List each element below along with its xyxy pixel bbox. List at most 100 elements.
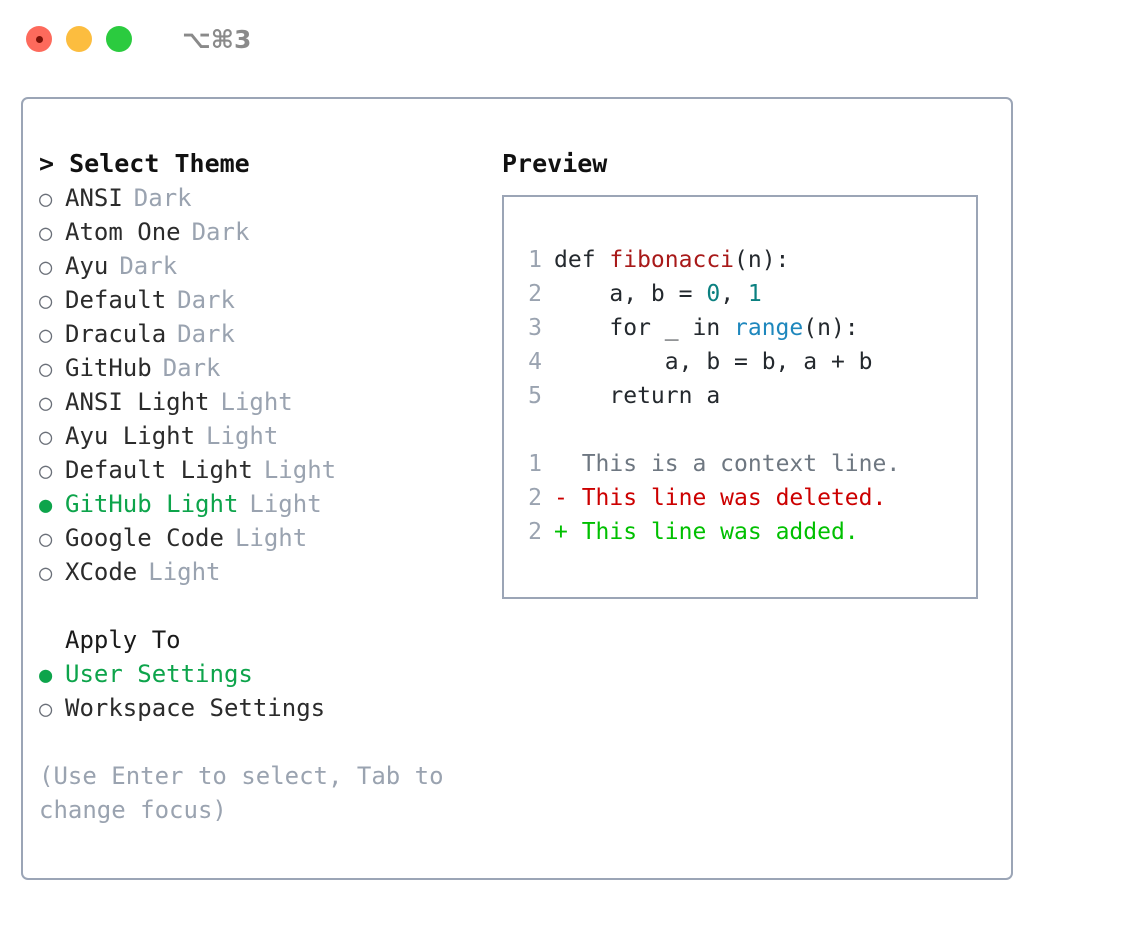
keyboard-hint-text: (Use Enter to select, Tab to change focu… bbox=[39, 762, 444, 824]
theme-name-label: Atom One bbox=[65, 218, 181, 246]
code-token-plain: , bbox=[720, 281, 748, 307]
diff-marker: + bbox=[554, 519, 568, 545]
maximize-window-button[interactable] bbox=[106, 26, 132, 52]
radio-unselected-icon: ○ bbox=[39, 323, 53, 348]
apply-to-section: Apply To ●User Settings ○ Workspace Settin… bbox=[39, 623, 489, 725]
theme-name-label: Default Light bbox=[65, 456, 253, 484]
theme-variant-tag: Light bbox=[249, 490, 322, 518]
preview-header: Preview bbox=[502, 149, 608, 178]
theme-list-item[interactable]: ○ Atom One Dark bbox=[39, 215, 489, 249]
code-line-content: a, b = b, a + b bbox=[542, 345, 873, 379]
radio-unselected-icon: ○ bbox=[39, 561, 53, 586]
code-token-plain: (n): bbox=[803, 315, 859, 341]
title-bar: ⌥⌘3 bbox=[0, 0, 1140, 78]
code-line: 4 a, b = b, a + b bbox=[518, 345, 976, 379]
theme-variant-tag: Light bbox=[206, 422, 279, 450]
diff-line-text: This line was added. bbox=[567, 519, 859, 545]
theme-list-item[interactable]: ● GitHub Light Light bbox=[39, 487, 489, 521]
code-token-num: 1 bbox=[747, 281, 762, 307]
code-line-content: a, b = 0, 1 bbox=[542, 277, 762, 311]
theme-name-label: ANSI Light bbox=[65, 388, 210, 416]
diff-line-content: + This line was added. bbox=[542, 515, 859, 549]
code-line: 5 return a bbox=[518, 379, 976, 413]
apply-to-option[interactable]: ○ Workspace Settings bbox=[39, 691, 489, 725]
theme-variant-tag: Dark bbox=[162, 354, 221, 382]
theme-variant-tag: Light bbox=[148, 558, 221, 586]
theme-list-item[interactable]: ○ Default Dark bbox=[39, 283, 489, 317]
radio-unselected-icon: ○ bbox=[39, 255, 53, 280]
code-line-number: 2 bbox=[528, 281, 542, 307]
diff-line-text: This is a context line. bbox=[567, 451, 901, 477]
theme-variant-tag: Dark bbox=[119, 252, 178, 280]
apply-to-options[interactable]: ●User Settings ○ Workspace Settings bbox=[39, 657, 489, 725]
radio-unselected-icon: ○ bbox=[39, 289, 53, 314]
code-token-plain: return a bbox=[554, 383, 721, 409]
radio-selected-icon: ● bbox=[39, 493, 53, 518]
code-token-num: 0 bbox=[706, 281, 721, 307]
diff-line-content: - This line was deleted. bbox=[542, 481, 886, 515]
radio-unselected-icon: ○ bbox=[39, 391, 53, 416]
theme-variant-tag: Dark bbox=[191, 218, 250, 246]
theme-list-item[interactable]: ○ ANSI Light Light bbox=[39, 385, 489, 419]
code-token-plain: a, b = b, a + b bbox=[554, 349, 873, 375]
theme-name-label: Default bbox=[65, 286, 167, 314]
code-token-plain: a, b = bbox=[554, 281, 707, 307]
apply-to-option[interactable]: ●User Settings bbox=[39, 657, 489, 691]
theme-variant-tag: Light bbox=[263, 456, 337, 484]
code-line-content: return a bbox=[542, 379, 720, 413]
code-line-content: for _ in range(n): bbox=[542, 311, 859, 345]
theme-variant-tag: Dark bbox=[177, 286, 235, 314]
radio-selected-icon: ● bbox=[39, 663, 53, 688]
apply-to-label: Apply To bbox=[65, 626, 181, 654]
theme-variant-tag: Light bbox=[234, 524, 308, 552]
code-line: 3 for _ in range(n): bbox=[518, 311, 976, 345]
theme-name-label: Ayu Light bbox=[65, 422, 196, 450]
radio-unselected-icon: ○ bbox=[39, 221, 53, 246]
traffic-light-group bbox=[26, 26, 132, 52]
diff-sample: 1 This is a context line.2- This line wa… bbox=[518, 447, 976, 549]
code-token-plain: (n): bbox=[734, 247, 790, 273]
theme-list-item[interactable]: ○ XCode Light bbox=[39, 555, 489, 589]
theme-variant-tag: Light bbox=[220, 388, 293, 416]
theme-variant-tag: Dark bbox=[177, 320, 235, 348]
close-window-button[interactable] bbox=[26, 26, 52, 52]
theme-name-label: XCode bbox=[65, 558, 138, 586]
minimize-window-button[interactable] bbox=[66, 26, 92, 52]
diff-line-content: This is a context line. bbox=[542, 447, 901, 481]
theme-name-label: Ayu bbox=[65, 252, 109, 280]
diff-line: 2+ This line was added. bbox=[518, 515, 976, 549]
diff-marker: - bbox=[554, 485, 568, 511]
theme-list-item[interactable]: ○ Ayu Dark bbox=[39, 249, 489, 283]
radio-unselected-icon: ○ bbox=[39, 459, 53, 484]
theme-name-label: GitHub Light bbox=[65, 490, 239, 518]
diff-line: 2- This line was deleted. bbox=[518, 481, 976, 515]
radio-unselected-icon: ○ bbox=[39, 187, 53, 212]
code-token-plain: for _ in bbox=[554, 315, 735, 341]
theme-name-label: Dracula bbox=[65, 320, 167, 348]
code-line-content: def fibonacci(n): bbox=[542, 243, 789, 277]
apply-to-option-label: Workspace Settings bbox=[65, 694, 326, 722]
diff-line-number: 2 bbox=[528, 519, 542, 545]
theme-list-item[interactable]: ○ Dracula Dark bbox=[39, 317, 489, 351]
diff-line-number: 2 bbox=[528, 485, 542, 511]
code-token-plain: def bbox=[554, 247, 610, 273]
code-token-fn: fibonacci bbox=[609, 247, 735, 273]
theme-list-item[interactable]: ○ Default Light Light bbox=[39, 453, 489, 487]
keyboard-shortcut-label: ⌥⌘3 bbox=[182, 24, 252, 54]
theme-name-label: GitHub bbox=[65, 354, 152, 382]
code-line-number: 4 bbox=[528, 349, 542, 375]
diff-marker bbox=[554, 451, 568, 477]
select-theme-header: > Select Theme bbox=[39, 149, 250, 178]
radio-unselected-icon: ○ bbox=[39, 697, 53, 722]
code-line-number: 1 bbox=[528, 247, 542, 273]
